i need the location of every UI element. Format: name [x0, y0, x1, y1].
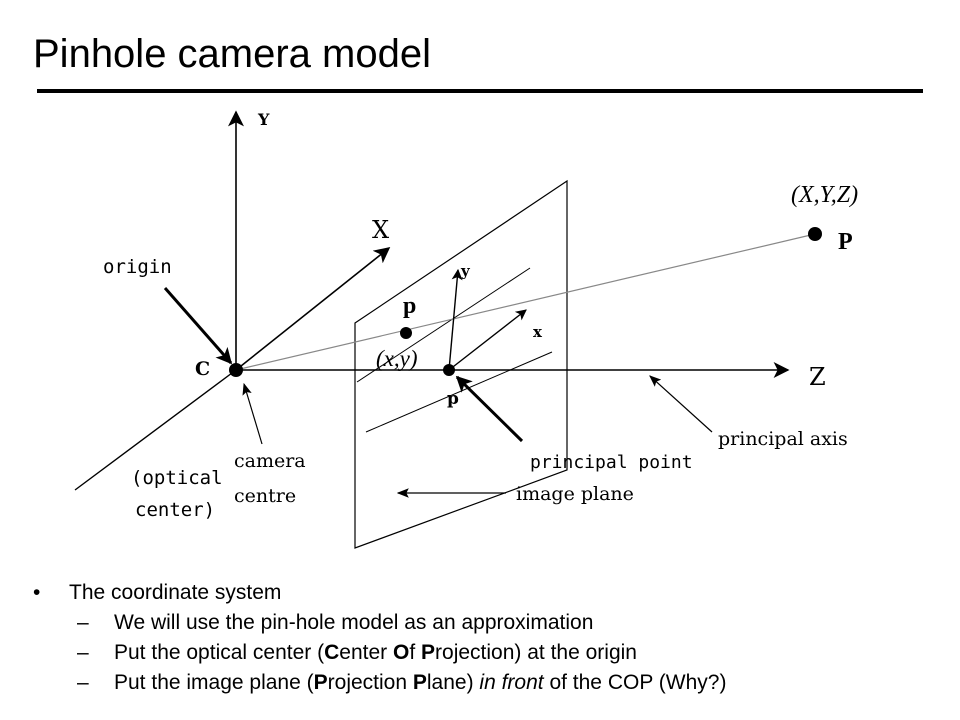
principal-axis-pointer [649, 375, 713, 433]
image-x-axis [448, 309, 527, 371]
sub-bullet-item: – Put the optical center (Center Of Proj… [33, 638, 933, 668]
principal-point-dot [443, 364, 455, 376]
image-plane-label: image plane [516, 483, 634, 505]
origin-annotation: origin [103, 256, 172, 278]
sub-bullet-text-part: enter [339, 641, 393, 664]
sub-bullet-text-part: lane) [426, 671, 480, 694]
image-point-coords: (x,y) [376, 346, 418, 371]
principal-point-annotation: principal point [530, 452, 693, 473]
principal-point-label: p [447, 389, 459, 409]
sub-bullet-marker: – [77, 641, 89, 664]
y-axis-label: Y [257, 110, 270, 129]
emphasis-letter: O [393, 641, 410, 664]
emphasis-letter: P [313, 671, 328, 694]
sub-bullet-item: – Put the image plane (Projection Plane)… [33, 668, 933, 698]
image-point-label: p [403, 293, 416, 319]
principal-point-arrow [455, 375, 524, 443]
image-point-dot [400, 327, 412, 339]
emphasis-letter: P [412, 671, 427, 694]
slide-title: Pinhole camera model [33, 32, 431, 76]
world-point-dot [808, 227, 822, 241]
principal-axis-label: principal axis [718, 428, 848, 450]
bullet-marker: • [33, 581, 41, 604]
image-plane [354, 179, 568, 549]
sub-bullet-text-part: rojection [327, 671, 413, 694]
sub-bullet-text-part: Put the image plane ( [114, 671, 314, 694]
bullet-text: The coordinate system [69, 581, 282, 604]
camera-centre-label-line2: centre [234, 485, 296, 507]
image-plane-inner-line [356, 267, 531, 383]
camera-center-label: C [195, 358, 210, 380]
camera-centre-label-line1: camera [234, 450, 306, 472]
camera-centre-pointer [242, 382, 263, 445]
sub-bullet-text: We will use the pin-hole model as an app… [114, 611, 594, 634]
image-x-axis-label: x [533, 323, 543, 341]
sub-bullet-item: – We will use the pin-hole model as an a… [33, 608, 933, 638]
emphasis-italic: in front [479, 671, 544, 694]
image-y-axis-label: y [460, 262, 471, 280]
bullet-list: • The coordinate system – We will use th… [33, 578, 933, 698]
x-axis-label: X [372, 216, 389, 244]
sub-bullet-marker: – [77, 611, 89, 634]
sub-bullet-text-part: Put the optical center ( [114, 641, 325, 664]
origin-arrow [163, 287, 233, 365]
world-point-coords: (X,Y,Z) [791, 182, 858, 208]
projection-ray [235, 233, 816, 371]
sub-bullet-text-part: of the COP (Why?) [543, 671, 727, 694]
camera-center-dot [229, 363, 243, 377]
sub-bullet-marker: – [77, 671, 89, 694]
sub-bullet-text-part: rojection) at the origin [435, 641, 637, 664]
emphasis-letter: C [324, 641, 340, 664]
z-axis-label: Z [809, 363, 826, 391]
emphasis-letter: P [421, 641, 436, 664]
bullet-item: • The coordinate system [33, 578, 933, 608]
x-axis-upper [235, 247, 391, 371]
sub-bullet-text-part: f [409, 641, 422, 664]
x-axis-lower [74, 369, 237, 491]
title-divider [37, 89, 923, 93]
optical-center-annotation-line2: center) [135, 499, 215, 521]
world-point-label: P [838, 229, 853, 255]
optical-center-annotation-line1: (optical [131, 467, 223, 489]
image-y-axis [448, 268, 463, 371]
